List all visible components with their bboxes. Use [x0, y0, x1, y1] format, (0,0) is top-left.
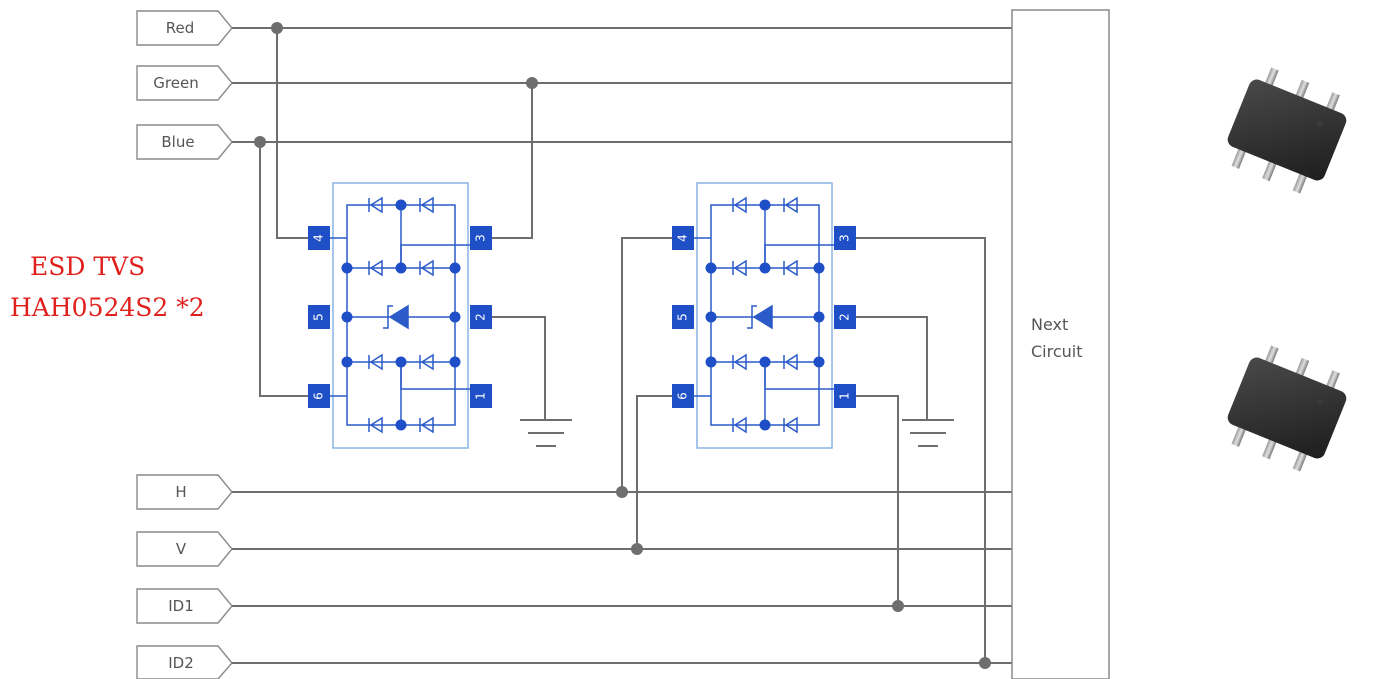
junction-dot [254, 136, 266, 148]
svg-text:3: 3 [838, 234, 852, 242]
junction-dot [616, 486, 628, 498]
signal-tag-green: Green [136, 65, 233, 101]
junction-dot [271, 22, 283, 34]
sot23-6-chip-image-2 [1227, 345, 1347, 472]
svg-text:5: 5 [676, 313, 690, 321]
sot23-6-chip-image-1 [1227, 67, 1347, 194]
ic-nodes [341, 199, 461, 431]
pin-5 [672, 305, 694, 329]
signal-tag-v: V [136, 531, 233, 567]
pin-1 [834, 384, 856, 408]
signal-label-blue: Blue [161, 133, 194, 151]
pin-3 [834, 226, 856, 250]
tvs-ic-1: 4 5 6 3 2 1 [308, 182, 492, 449]
esd-part-number: HAH0524S2 *2 [10, 293, 205, 322]
signal-tag-blue: Blue [136, 124, 233, 160]
ic-outline [332, 182, 469, 449]
svg-text:3: 3 [474, 234, 488, 242]
junction-dot [892, 600, 904, 612]
ground-symbol-2 [902, 419, 954, 447]
ic1-branch-wires [259, 28, 546, 420]
signal-label-v: V [176, 540, 187, 558]
pin-5 [308, 305, 330, 329]
next-circuit-label-line2: Circuit [1031, 342, 1083, 361]
signal-label-id2: ID2 [168, 654, 194, 672]
pin-2 [470, 305, 492, 329]
svg-text:6: 6 [312, 392, 326, 400]
signal-tag-red: Red [136, 10, 233, 46]
signal-tag-h: H [136, 474, 233, 510]
pin-2 [834, 305, 856, 329]
pin-4 [308, 226, 330, 250]
tvs-ic-2: 4 5 6 3 2 1 [672, 182, 856, 449]
svg-text:4: 4 [676, 234, 690, 242]
junction-dot [526, 77, 538, 89]
ic-pins: 4 5 6 3 2 1 [672, 226, 856, 408]
pin-1 [470, 384, 492, 408]
signal-label-red: Red [166, 19, 195, 37]
ic-pins: 4 5 6 3 2 1 [308, 226, 492, 408]
bus-wires [232, 27, 1012, 664]
ground-symbol-1 [520, 419, 572, 447]
pin-6 [672, 384, 694, 408]
svg-text:2: 2 [838, 313, 852, 321]
svg-text:6: 6 [676, 392, 690, 400]
esd-title: ESD TVS [30, 252, 145, 281]
pin-3 [470, 226, 492, 250]
junction-dots [254, 22, 991, 669]
signal-tag-id1: ID1 [136, 588, 233, 624]
ic-diodes [368, 196, 434, 434]
svg-text:2: 2 [474, 313, 488, 321]
svg-text:5: 5 [312, 313, 326, 321]
signal-label-green: Green [153, 74, 198, 92]
svg-text:4: 4 [312, 234, 326, 242]
junction-dot [631, 543, 643, 555]
next-circuit-label-line1: Next [1031, 315, 1068, 334]
ic-diodes [732, 196, 798, 434]
ic-outline [696, 182, 833, 449]
pin-4 [672, 226, 694, 250]
signal-label-h: H [175, 483, 186, 501]
signal-label-id1: ID1 [168, 597, 194, 615]
svg-text:1: 1 [838, 392, 852, 400]
signal-tag-id2: ID2 [136, 645, 233, 679]
next-circuit-block: Next Circuit [1011, 9, 1110, 679]
junction-dot [979, 657, 991, 669]
svg-text:1: 1 [474, 392, 488, 400]
pin-6 [308, 384, 330, 408]
ic-nodes [705, 199, 825, 431]
ic2-branch-wires [621, 237, 986, 663]
